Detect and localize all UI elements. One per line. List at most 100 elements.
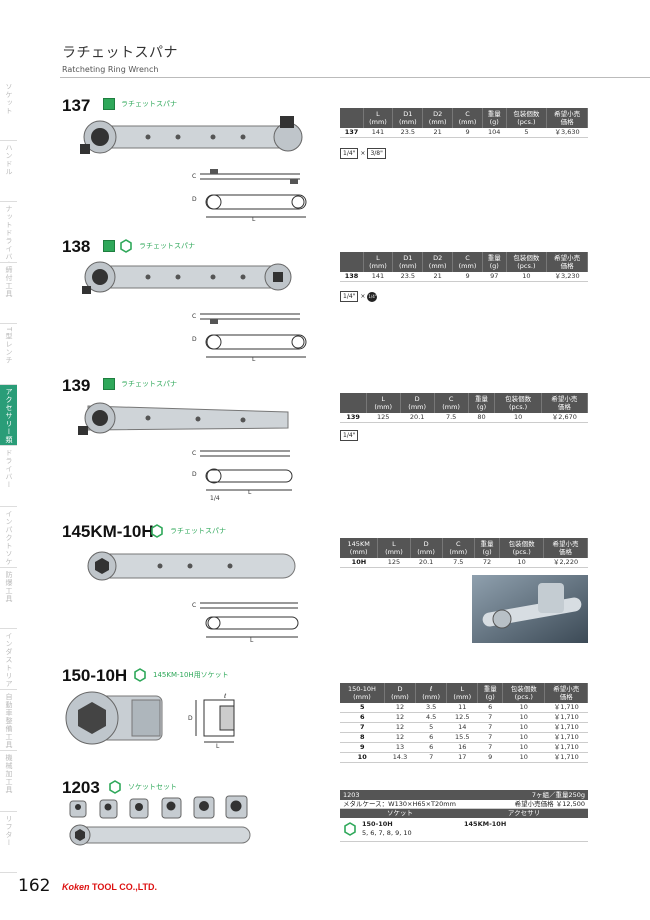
sidebar-tab[interactable]: ナットドライバー [0, 202, 17, 263]
svg-text:C: C [192, 450, 196, 457]
drawing-150-10H: D L ℓ [188, 693, 235, 750]
column-header: 重量 (g) [477, 683, 504, 703]
sidebar-tab[interactable]: 自動車整備工具 [0, 690, 17, 751]
table-cell: 6 [415, 742, 447, 753]
sidebar-tab-label: ナットドライバー [5, 205, 13, 263]
table-cell: 12 [384, 703, 416, 713]
sidebar-tab-label: リフター [5, 815, 13, 847]
table-cell: 9 [452, 128, 483, 138]
column-header: D (mm) [384, 683, 417, 703]
table-cell: 21 [422, 272, 453, 282]
table-cell: 7 [477, 732, 503, 743]
square-drive-icon [103, 378, 115, 390]
set-contents: 150-10H 5, 6, 7, 8, 9, 10 145KM-10H [340, 818, 588, 842]
column-header: D1 (mm) [392, 108, 424, 128]
table-cell: ￥1,710 [544, 722, 588, 733]
table-cell: 5 [340, 703, 385, 713]
sidebar-tab[interactable]: 締付工具 [0, 263, 17, 324]
column-header: D1 (mm) [392, 252, 424, 272]
table-cell: 10H [340, 558, 378, 568]
svg-text:C: C [192, 313, 196, 320]
feature-badges: ソケットセット [108, 780, 177, 794]
column-header: 希望小売 価格 [541, 393, 589, 413]
svg-text:D: D [188, 715, 193, 722]
table-cell: ￥1,710 [544, 712, 588, 723]
feature-badges: ラチェットスパナ [150, 524, 226, 538]
sidebar-tab-label: アクセサリー類 [5, 388, 13, 444]
table-cell: 10 [494, 413, 542, 423]
sidebar-tab[interactable]: リフター [0, 812, 17, 873]
table-cell: 10 [502, 722, 545, 733]
table-cell: ￥2,670 [541, 413, 588, 423]
table-cell: 10 [502, 703, 545, 713]
sidebar-tab[interactable]: ソケット [0, 80, 17, 141]
column-header: C (mm) [434, 393, 469, 413]
column-header: ℓ (mm) [415, 683, 448, 703]
sidebar-tab-label: ソケット [5, 83, 13, 115]
sidebar-tab-label: T型レンチ [5, 327, 13, 365]
sidebar-tab[interactable]: インダストリアル・プロフェッショナル [0, 629, 17, 690]
logo-rest: TOOL CO.,LTD. [92, 882, 158, 892]
usage-photo [472, 575, 588, 643]
sidebar-tab[interactable]: 防爆工具 [0, 568, 17, 629]
table-cell: 7 [477, 722, 503, 733]
square-drive-icon [103, 240, 115, 252]
case-spec: メタルケース：W130×H65×T20mm [343, 800, 456, 808]
column-header: C (mm) [442, 538, 475, 558]
table-cell: 13 [384, 742, 416, 753]
column-header [340, 252, 364, 272]
table-cell: 4.5 [415, 712, 447, 723]
table-cell: 8 [340, 732, 385, 743]
times-symbol: × [360, 150, 366, 157]
col-accessory: アクセサリ [507, 809, 541, 817]
table-cell: 80 [468, 413, 495, 423]
table-cell: 12 [384, 722, 416, 733]
table-cell: 23.5 [392, 272, 423, 282]
product-label: ラチェットスパナ [121, 380, 177, 388]
drawing-137: L C D [192, 169, 307, 223]
table-cell: 9 [340, 742, 385, 753]
column-header: 包装個数 (pcs.) [506, 108, 548, 128]
column-header: L (mm) [446, 683, 479, 703]
table-cell: 10 [502, 712, 545, 723]
column-header: 包装個数 (pcs.) [506, 252, 548, 272]
model-number: 150-10H [62, 666, 128, 685]
set-photo [69, 795, 251, 846]
table-cell: 7 [477, 742, 503, 753]
feature-badges: ラチェットスパナ [103, 98, 177, 110]
table-cell: 7 [415, 752, 447, 763]
table-cell: 17 [446, 752, 478, 763]
model-number: 139 [62, 376, 91, 395]
accessory-model: 145KM-10H [464, 820, 507, 828]
column-header: D (mm) [410, 538, 443, 558]
drive-chip: 3/8" [367, 148, 386, 159]
sidebar-tab[interactable]: インパクトソケット [0, 507, 17, 568]
column-header [340, 393, 367, 413]
table-cell: 5 [506, 128, 547, 138]
svg-text:L: L [248, 489, 252, 496]
table-cell: 14.3 [384, 752, 416, 763]
table-cell: 10 [502, 732, 545, 743]
wrench-photo-137 [80, 116, 303, 154]
sidebar-tab-label: ドライバー [5, 449, 13, 489]
set-table-1203: 1203 7ヶ組／重量250g メタルケース：W130×H65×T20mm 希望… [340, 790, 588, 842]
column-header: 重量 (g) [482, 108, 507, 128]
product-label: ラチェットスパナ [121, 100, 177, 108]
svg-text:D: D [192, 196, 197, 203]
sidebar-tab[interactable]: ハンドル [0, 141, 17, 202]
drawing-145KM: L C [192, 602, 299, 644]
sidebar-tab[interactable]: T型レンチ [0, 324, 17, 385]
column-header: 包装個数 (pcs.) [502, 683, 546, 703]
sidebar-tab[interactable]: アクセサリー類 [0, 385, 17, 446]
drive-size-chips: 1/4" [340, 430, 359, 441]
table-cell: 10 [340, 752, 385, 763]
column-header: 包装個数 (pcs.) [499, 538, 545, 558]
table-cell: ￥1,710 [544, 703, 588, 713]
table-cell: 7.5 [434, 413, 469, 423]
column-header: D2 (mm) [422, 252, 454, 272]
sidebar-tab[interactable]: ドライバー [0, 446, 17, 507]
sidebar-tab[interactable]: 機械加工具 [0, 751, 17, 812]
